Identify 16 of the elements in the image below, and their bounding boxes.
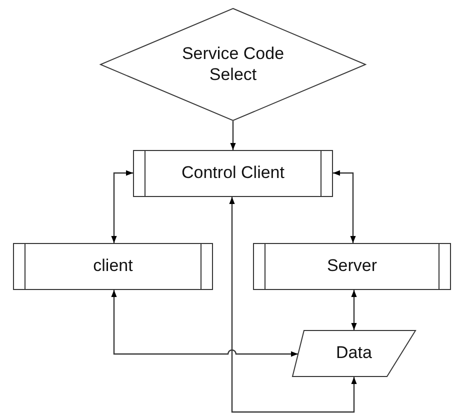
arrow (333, 170, 356, 243)
subroutine-box (13, 243, 213, 290)
subroutine-box (253, 243, 451, 290)
decision-diamond (100, 8, 366, 121)
arrow (111, 170, 133, 243)
data-parallelogram (292, 330, 416, 377)
node-label: Control Client (182, 163, 284, 184)
node-label: Service Code Select (180, 44, 286, 85)
arrow (111, 290, 298, 357)
arrow (230, 121, 236, 150)
node-label: client (93, 256, 133, 277)
subroutine-box (133, 150, 333, 197)
arrow (351, 290, 357, 330)
node-label: Data (336, 343, 372, 364)
node-label: Server (326, 256, 378, 277)
arrow (229, 197, 357, 413)
